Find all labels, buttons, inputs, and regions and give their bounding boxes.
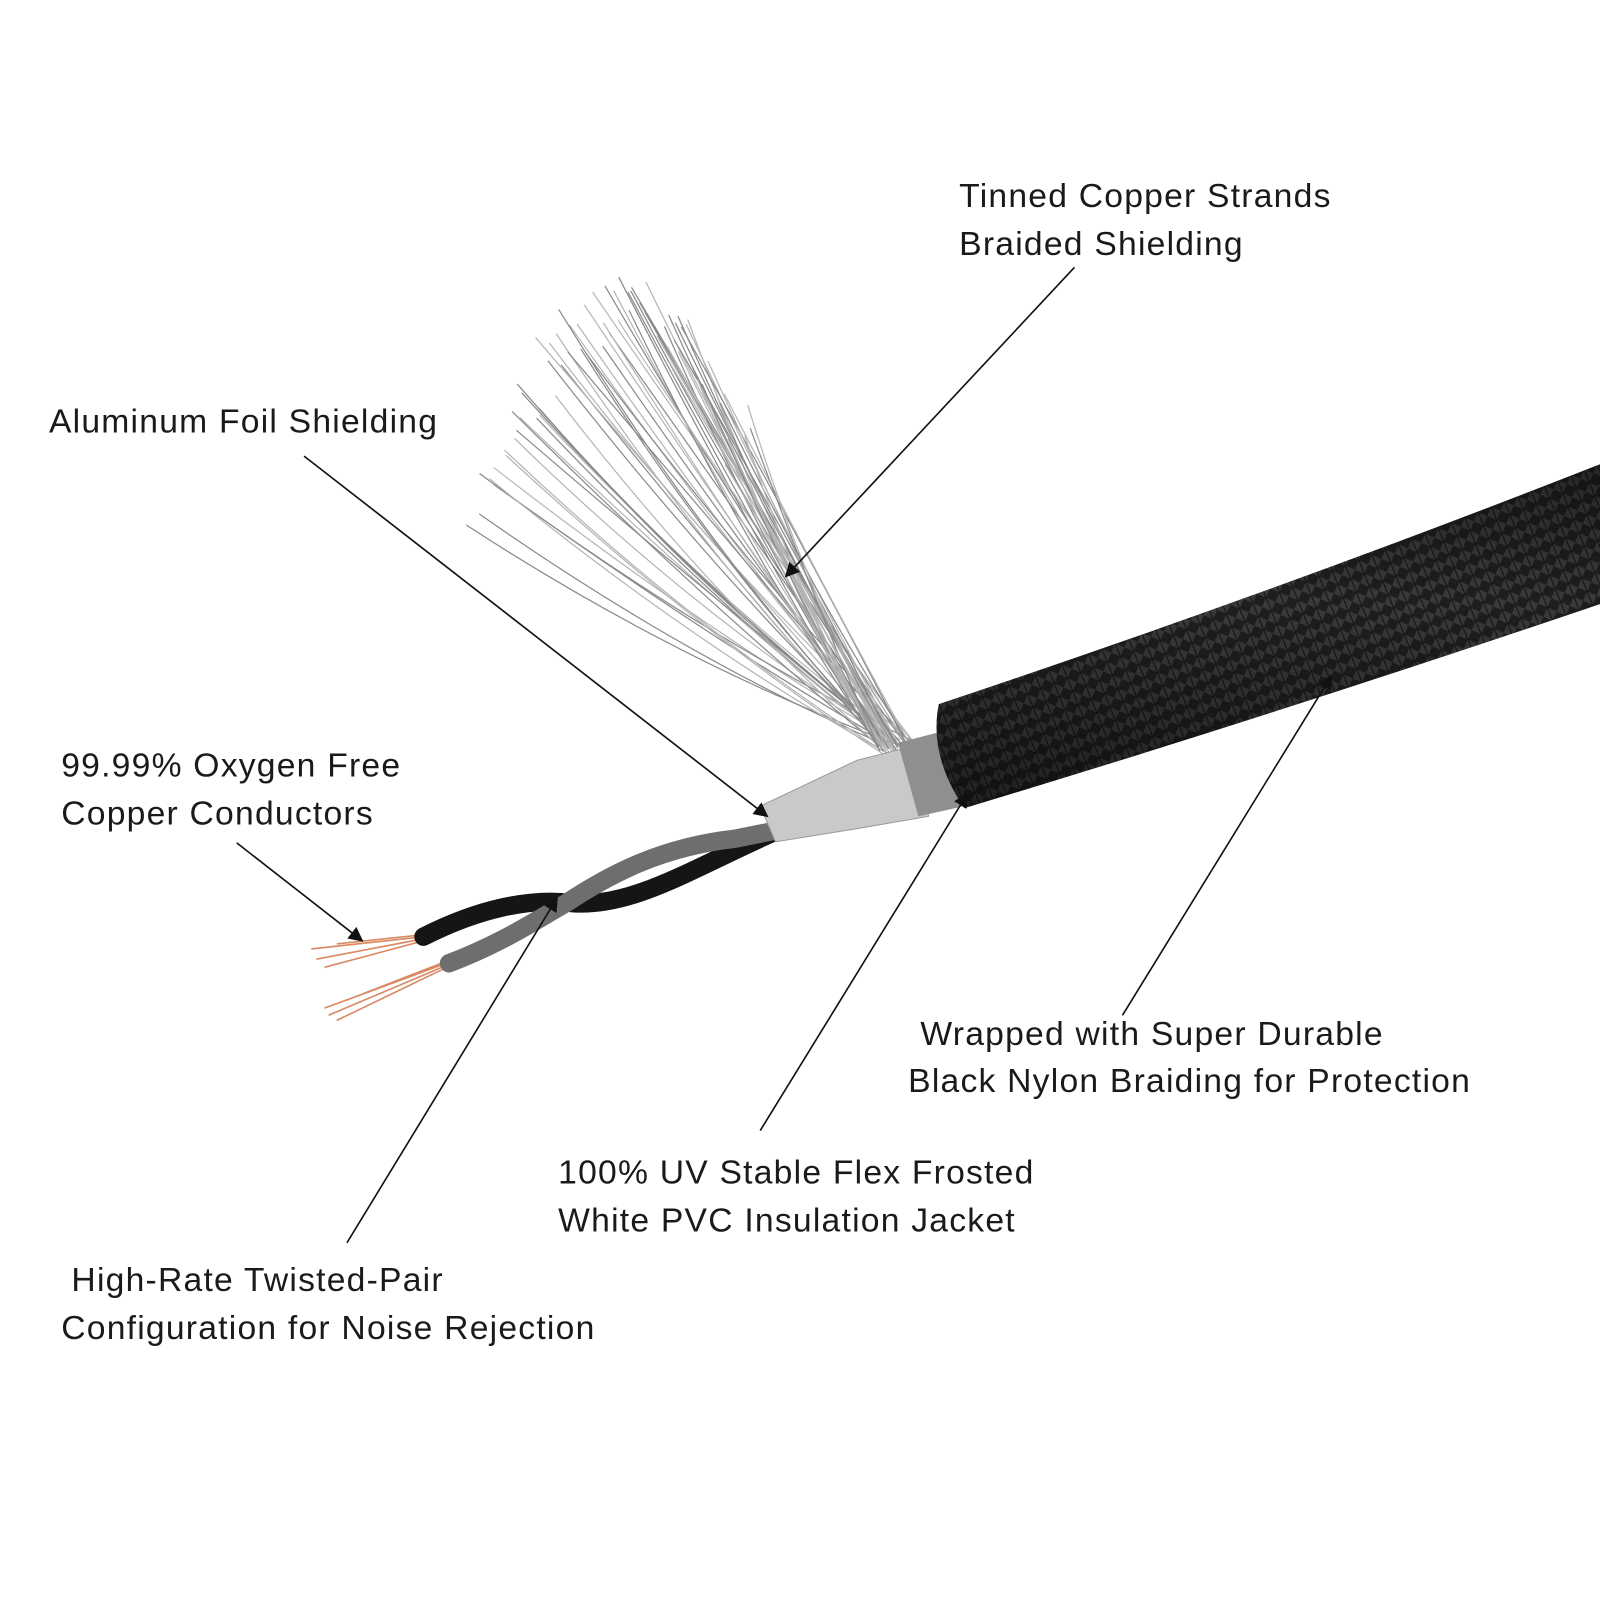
label-pvc-1: 100% UV Stable Flex Frosted <box>558 1155 1034 1192</box>
strand <box>627 291 884 752</box>
strand <box>727 438 883 748</box>
leader-twisted-pair <box>346 896 558 1244</box>
label-tinned-copper-1: Tinned Copper Strands <box>959 178 1331 215</box>
strand <box>558 309 886 745</box>
strand <box>505 454 885 756</box>
aluminum-foil-shield <box>759 744 930 843</box>
strand <box>719 402 915 751</box>
strand <box>724 464 896 751</box>
leader-pvc <box>759 792 969 1132</box>
label-ofc-1: 99.99% Oxygen Free <box>61 748 401 785</box>
tinned-copper-strands <box>465 276 918 756</box>
label-nylon-2: Black Nylon Braiding for Protection <box>908 1063 1471 1100</box>
copper-conductors <box>311 933 450 1022</box>
strand <box>511 411 880 747</box>
strand <box>630 290 908 748</box>
label-aluminum-foil: Aluminum Foil Shielding <box>49 404 438 441</box>
label-twisted-pair-2: Configuration for Noise Rejection <box>61 1310 595 1347</box>
strand <box>723 393 910 745</box>
strand <box>580 348 889 746</box>
strand <box>536 417 896 748</box>
strand <box>602 345 901 756</box>
strand <box>687 319 889 744</box>
strand <box>465 524 902 747</box>
strand <box>628 309 880 747</box>
strand <box>747 404 895 745</box>
label-pvc-2: White PVC Insulation Jacket <box>558 1203 1016 1240</box>
leader-aluminum-foil <box>303 455 769 818</box>
leader-tinned-copper <box>784 266 1076 578</box>
strand <box>618 276 881 752</box>
nylon-braid-jacket <box>936 464 1600 809</box>
strand <box>516 383 902 748</box>
label-ofc-2: Copper Conductors <box>61 795 374 832</box>
strand <box>680 326 913 756</box>
strand <box>591 291 918 749</box>
strand <box>567 351 906 748</box>
strand <box>749 428 880 748</box>
strand <box>554 395 888 753</box>
label-nylon-1: Wrapped with Super Durable <box>920 1016 1383 1053</box>
strand <box>488 478 888 754</box>
leader-nylon <box>1121 674 1333 1016</box>
leader-ofc <box>236 842 364 942</box>
strand <box>504 449 885 753</box>
label-twisted-pair-1: High-Rate Twisted-Pair <box>71 1262 443 1299</box>
twisted-pair <box>414 796 857 973</box>
label-tinned-copper-2: Braided Shielding <box>959 226 1244 263</box>
strand <box>493 467 899 744</box>
